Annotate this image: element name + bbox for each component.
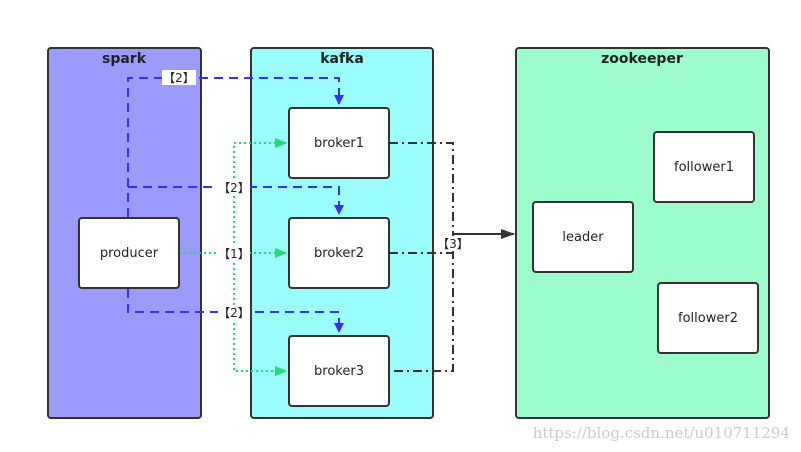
leader-node: leader (532, 201, 634, 273)
kafka-title: kafka (320, 51, 364, 67)
watermark-text: https://blog.csdn.net/u010711294 (533, 424, 790, 442)
broker1-label: broker1 (314, 136, 364, 151)
zookeeper-title: zookeeper (601, 51, 683, 67)
label-step2-mid: 【2】 (218, 181, 250, 195)
edge-producer-broker1 (127, 77, 344, 217)
producer-node: producer (78, 217, 180, 289)
leader-label: leader (562, 230, 604, 245)
label-step2-bottom: 【2】 (218, 306, 250, 320)
broker2-label: broker2 (314, 246, 364, 261)
send-edges (179, 138, 287, 376)
edge-broker1-zk (389, 142, 454, 372)
broker2-node: broker2 (288, 217, 390, 289)
broker3-label: broker3 (314, 364, 364, 379)
producer-label: producer (100, 246, 159, 261)
follower1-label: follower1 (674, 160, 734, 175)
broker1-node: broker1 (288, 107, 390, 179)
edge-send-broker1 (233, 138, 287, 253)
follower1-node: follower1 (653, 131, 755, 203)
label-step3: 【3】 (437, 237, 469, 251)
broker3-node: broker3 (288, 335, 390, 407)
follower2-label: follower2 (678, 311, 738, 326)
label-step2-top: 【2】 (163, 71, 195, 85)
follower2-node: follower2 (657, 282, 759, 354)
edge-producer-broker2 (128, 186, 344, 215)
spark-title: spark (102, 51, 147, 67)
label-step1: 【1】 (218, 247, 250, 261)
zk-edges (389, 142, 454, 372)
